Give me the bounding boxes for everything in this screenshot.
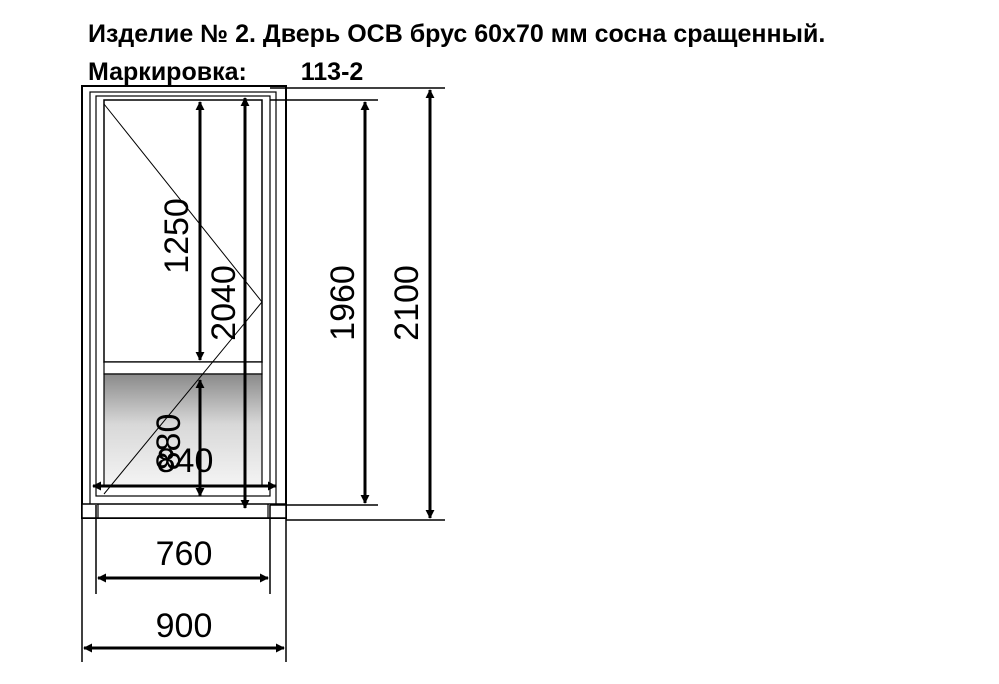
dim-sash-height: 2040: [205, 265, 243, 341]
bottom-panel: [103, 373, 263, 487]
product-title: Изделие № 2. Дверь ОСВ брус 60х70 мм сос…: [88, 20, 826, 48]
threshold: [81, 503, 287, 519]
marking-row: Маркировка: 113-2: [88, 58, 363, 86]
dim-glass-height: 1250: [158, 198, 196, 274]
marking-value: 113-2: [300, 58, 364, 86]
marking-label: Маркировка:: [88, 58, 247, 86]
sash-outer: [95, 95, 271, 497]
door-frame: [81, 85, 287, 519]
dim-panel-height-a: 880: [150, 414, 188, 471]
dim-inner-width: 760: [156, 535, 213, 573]
dimension-lines: [83, 89, 435, 653]
dim-opening-height: 1960: [324, 265, 362, 341]
dim-panel-height-b: 840: [157, 442, 214, 480]
glass-opening: [103, 99, 263, 363]
middle-rail: [103, 361, 263, 375]
dim-overall-width: 900: [156, 607, 213, 645]
dim-overall-height: 2100: [388, 265, 426, 341]
opening-direction-marker: [103, 103, 263, 495]
extension-lines: [81, 87, 445, 662]
